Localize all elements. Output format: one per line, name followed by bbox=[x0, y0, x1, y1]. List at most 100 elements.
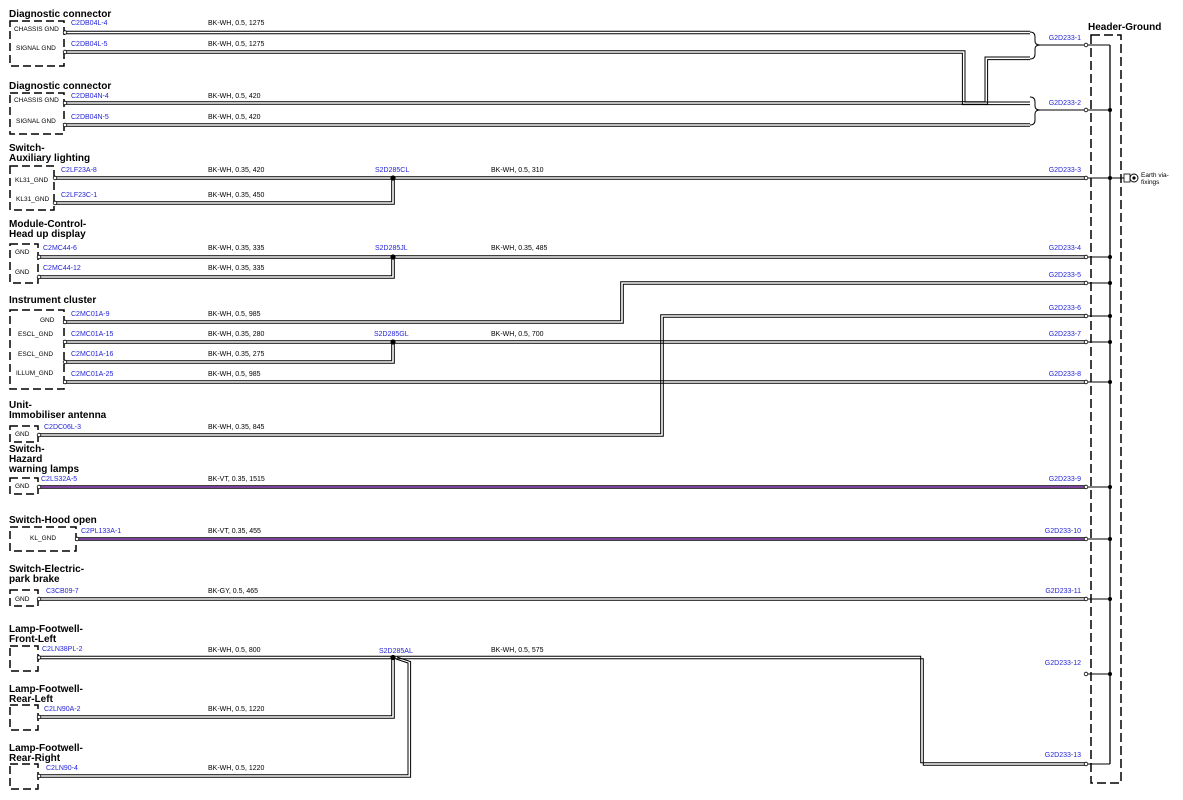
wire-c2mc44-12[interactable] bbox=[40, 257, 395, 279]
wire-c2ln90-4[interactable] bbox=[40, 656, 412, 778]
wire-connector-id[interactable]: C2PL133A-1 bbox=[81, 528, 121, 535]
box-hud[interactable] bbox=[9, 243, 39, 284]
wire-spec: BK-WH, 0.35, 420 bbox=[208, 167, 265, 174]
header-pin-id[interactable]: G2D233-1 bbox=[1049, 35, 1081, 42]
box-footwell-rl[interactable] bbox=[9, 704, 39, 731]
box-footwell-rr[interactable] bbox=[9, 763, 39, 790]
title-immob-2: Immobiliser antenna bbox=[9, 410, 107, 421]
wire-connector-id[interactable]: C2LN90-4 bbox=[46, 765, 78, 772]
svg-text:Lamp-Footwell-: Lamp-Footwell- bbox=[9, 743, 83, 754]
wire-connector-id[interactable]: C2MC01A-15 bbox=[71, 331, 114, 338]
wire-c2lf23c-1[interactable] bbox=[56, 178, 395, 205]
header-pin-id[interactable]: G2D233-7 bbox=[1049, 331, 1081, 338]
earth-label-1: Earth via- bbox=[1141, 172, 1169, 179]
wire-spec: BK-WH, 0.5, 1220 bbox=[208, 706, 265, 713]
box-cluster[interactable] bbox=[9, 309, 65, 390]
header-pin-id[interactable]: G2D233-2 bbox=[1049, 100, 1081, 107]
title-epb-2: park brake bbox=[9, 574, 60, 585]
wire-connector-id[interactable]: C2MC44-12 bbox=[43, 265, 81, 272]
wire-connector-id[interactable]: C2MC01A-9 bbox=[71, 311, 110, 318]
wire-specs: BK-WH, 0.5, 1275 BK-WH, 0.5, 1275 BK-WH,… bbox=[208, 20, 265, 772]
wire-connector-id[interactable]: C2DB04L-4 bbox=[71, 20, 108, 27]
header-pin-id[interactable]: G2D233-3 bbox=[1049, 167, 1081, 174]
splice-spec: BK-WH, 0.5, 700 bbox=[491, 331, 544, 338]
header-pin-id[interactable]: G2D233-11 bbox=[1045, 588, 1081, 595]
component-titles: Diagnostic connector Diagnostic connecto… bbox=[8, 9, 111, 764]
svg-text:Diagnostic connector: Diagnostic connector bbox=[9, 81, 111, 92]
wire-connector-id[interactable]: C2DB04N-5 bbox=[71, 114, 109, 121]
svg-text:warning lamps: warning lamps bbox=[8, 464, 79, 475]
wire-connector-id[interactable]: C2MC01A-25 bbox=[71, 371, 114, 378]
wires bbox=[40, 30, 1085, 778]
wire-c2db04l-5[interactable] bbox=[66, 50, 1030, 106]
pin-label: GND bbox=[15, 431, 30, 438]
wire-connector-id[interactable]: C3CB09-7 bbox=[46, 588, 79, 595]
wire-connector-id[interactable]: C2LF23A-8 bbox=[61, 167, 97, 174]
pin-label: CHASSIS GND bbox=[14, 26, 59, 33]
wire-c2db04n-4[interactable] bbox=[66, 56, 1030, 105]
wire-connector-id[interactable]: C2MC01A-16 bbox=[71, 351, 114, 358]
wire-connector-id[interactable]: C2LF23C-1 bbox=[61, 192, 97, 199]
box-diag-2[interactable] bbox=[9, 92, 65, 135]
header-pin-circles bbox=[1083, 42, 1089, 767]
title-hud-2: Head up display bbox=[9, 229, 86, 240]
header-pin-id[interactable]: G2D233-10 bbox=[1045, 528, 1081, 535]
pin-label: KL_GND bbox=[30, 535, 56, 542]
header-pin-id[interactable]: G2D233-12 bbox=[1045, 660, 1081, 667]
earth-via-fixings[interactable]: Earth via- fixings bbox=[1123, 172, 1169, 186]
wire-c2ln90a-2[interactable] bbox=[40, 658, 395, 719]
title-aux-1: Switch- bbox=[9, 143, 45, 154]
svg-text:Unit-: Unit- bbox=[9, 400, 32, 411]
box-diag-1[interactable] bbox=[9, 20, 65, 67]
splice-id[interactable]: S2D285GL bbox=[374, 331, 409, 338]
header-pin-id[interactable]: G2D233-5 bbox=[1049, 272, 1081, 279]
header-pin-id[interactable]: G2D233-6 bbox=[1049, 305, 1081, 312]
wire-connector-id[interactable]: C2DC06L-3 bbox=[44, 424, 81, 431]
header-pin-ids: G2D233-1 G2D233-2 G2D233-3 G2D233-4 G2D2… bbox=[1045, 35, 1081, 759]
splice-id[interactable]: S2D285AL bbox=[379, 648, 413, 655]
pin-label: GND bbox=[15, 249, 30, 256]
header-pin-id[interactable]: G2D233-4 bbox=[1049, 245, 1081, 252]
wire-c2pl133a-1[interactable] bbox=[78, 537, 1085, 541]
wire-c2mc01a-9[interactable] bbox=[66, 281, 1085, 324]
splice-id[interactable]: S2D285JL bbox=[375, 245, 408, 252]
wire-connector-id[interactable]: C2LN90A-2 bbox=[44, 706, 81, 713]
wire-c2mc01a-15[interactable] bbox=[66, 340, 1085, 344]
wire-c2dc06l-3[interactable] bbox=[40, 314, 1085, 437]
title-immob-1: Unit- bbox=[9, 400, 32, 411]
box-aux-light[interactable] bbox=[9, 165, 55, 211]
header-pin-id[interactable]: G2D233-9 bbox=[1049, 476, 1081, 483]
wire-spec: BK-WH, 0.5, 1275 bbox=[208, 20, 265, 27]
header-pin-id[interactable]: G2D233-8 bbox=[1049, 371, 1081, 378]
title-hazard-1: Switch- bbox=[9, 444, 45, 455]
wire-connector-id[interactable]: C2DB04N-4 bbox=[71, 93, 109, 100]
wire-c2mc01a-25[interactable] bbox=[66, 380, 1085, 384]
title-hood: Switch-Hood open bbox=[9, 515, 97, 526]
wire-spec: BK-WH, 0.5, 985 bbox=[208, 311, 261, 318]
header-pin-id[interactable]: G2D233-13 bbox=[1045, 752, 1081, 759]
wire-c2mc01a-16[interactable] bbox=[66, 342, 395, 364]
title-fw-fl-1: Lamp-Footwell- bbox=[9, 624, 83, 635]
box-footwell-fl[interactable] bbox=[9, 645, 39, 672]
wire-c2ln38pl-2[interactable] bbox=[40, 655, 392, 660]
wire-connector-id[interactable]: C2MC44-6 bbox=[43, 245, 77, 252]
wire-c2db04n-5[interactable] bbox=[66, 123, 1030, 127]
brace-1 bbox=[1029, 31, 1041, 60]
splice-id[interactable]: S2D285CL bbox=[375, 167, 409, 174]
wire-connector-id[interactable]: C2DB04L-5 bbox=[71, 41, 108, 48]
wire-connector-id[interactable]: C2LN38PL-2 bbox=[42, 646, 83, 653]
wire-c2ls32a-5[interactable] bbox=[40, 485, 1085, 489]
splice-spec: BK-WH, 0.5, 310 bbox=[491, 167, 544, 174]
pin-label: GND bbox=[15, 269, 30, 276]
wire-connector-id[interactable]: C2LS32A-5 bbox=[41, 476, 77, 483]
wire-c3cb09-7[interactable] bbox=[40, 597, 1085, 601]
splice-spec: BK-WH, 0.5, 575 bbox=[491, 647, 544, 654]
braces bbox=[1029, 31, 1085, 126]
wire-c2db04l-4[interactable] bbox=[66, 30, 1030, 35]
earth-label-2: fixings bbox=[1141, 179, 1160, 186]
splice-dot-al bbox=[390, 654, 396, 661]
wire-c2mc44-6[interactable] bbox=[40, 255, 1085, 259]
wire-splice-al-out[interactable] bbox=[393, 655, 1085, 766]
wire-c2lf23a-8[interactable] bbox=[56, 176, 1085, 180]
wire-spec: BK-WH, 0.5, 985 bbox=[208, 371, 261, 378]
